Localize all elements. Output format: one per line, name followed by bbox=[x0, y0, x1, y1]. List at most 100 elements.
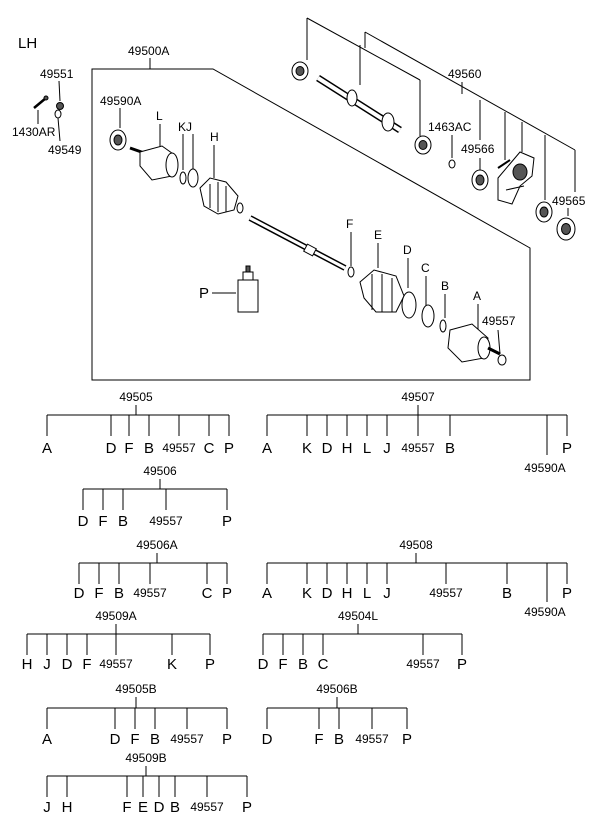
kit-item: 49590A bbox=[524, 461, 565, 475]
kit-item: 49557 bbox=[401, 441, 435, 455]
kit-item: B bbox=[445, 440, 455, 457]
kit-49506B: 49506B D F B 49557 P bbox=[262, 682, 412, 748]
kit-item: 49557 bbox=[99, 657, 133, 671]
kit-code: 49507 bbox=[401, 390, 435, 404]
nut-part bbox=[56, 102, 64, 110]
kit-item: 49557 bbox=[190, 800, 224, 814]
kit-item: 49557 bbox=[355, 732, 389, 746]
kit-item: F bbox=[278, 656, 287, 673]
kit-item: A bbox=[262, 585, 272, 602]
kit-item: D bbox=[322, 440, 333, 457]
intermediate-shaft-part bbox=[316, 75, 402, 133]
kit-item: 49557 bbox=[162, 441, 196, 455]
callout-49549: 49549 bbox=[48, 143, 82, 157]
kit-item: F bbox=[124, 440, 133, 457]
clamp-J-part bbox=[187, 168, 199, 188]
kit-item: F bbox=[122, 799, 131, 816]
grease-tube-P-part bbox=[237, 265, 259, 313]
seal-lower-part bbox=[535, 201, 553, 223]
kit-code: 49506A bbox=[136, 538, 177, 552]
callout-1463AC: 1463AC bbox=[428, 120, 472, 134]
kit-49505B: 49505B A D F B 49557 P bbox=[42, 682, 232, 748]
ring-1463AC-part bbox=[448, 159, 456, 169]
kit-item: D bbox=[74, 585, 85, 602]
kit-item: L bbox=[363, 440, 371, 457]
kit-item: P bbox=[222, 731, 232, 748]
kit-item: 49557 bbox=[406, 657, 440, 671]
kit-item: F bbox=[130, 731, 139, 748]
kit-item: B bbox=[502, 585, 512, 602]
clamp-D-part bbox=[401, 291, 417, 319]
kit-item: C bbox=[318, 656, 329, 673]
kit-49504L: 49504L D F B C 49557 P bbox=[258, 609, 467, 673]
kit-item: K bbox=[302, 585, 312, 602]
kit-49505: 49505 A D F B 49557 C P bbox=[42, 390, 234, 457]
kit-item: D bbox=[258, 656, 269, 673]
kit-item: L bbox=[363, 585, 371, 602]
kit-item: C bbox=[204, 440, 215, 457]
bearing-49566-part bbox=[471, 169, 489, 191]
seal-middle-part bbox=[414, 135, 432, 155]
boot-clamp-part bbox=[236, 202, 244, 214]
kit-item: C bbox=[202, 585, 213, 602]
callout-49590A: 49590A bbox=[100, 94, 141, 108]
callout-C: C bbox=[421, 261, 430, 275]
leader-49551 bbox=[58, 80, 61, 102]
ring-B-part bbox=[439, 319, 447, 333]
callout-assembly: 49500A bbox=[128, 44, 169, 58]
kit-item: J bbox=[383, 585, 391, 602]
kit-49508: 49508 A K D H L J 49557 B 49590A P bbox=[262, 538, 572, 619]
kit-item: P bbox=[562, 585, 572, 602]
inner-boot-E-part bbox=[359, 269, 405, 313]
inner-cv-joint-A-part bbox=[447, 323, 501, 363]
kit-item: D bbox=[110, 731, 121, 748]
kit-item: B bbox=[150, 731, 160, 748]
kit-item: F bbox=[314, 731, 323, 748]
assembly-frame bbox=[91, 68, 531, 381]
kit-item: D bbox=[62, 656, 73, 673]
kit-item: B bbox=[298, 656, 308, 673]
kit-code: 49509A bbox=[95, 609, 136, 623]
kit-item: A bbox=[42, 440, 52, 457]
kit-49507: 49507 A K D H L J 49557 B 49590A P bbox=[262, 390, 572, 475]
callout-A: A bbox=[473, 289, 481, 303]
kit-item: F bbox=[94, 585, 103, 602]
seal-upper-part bbox=[291, 61, 309, 81]
callout-49566: 49566 bbox=[461, 142, 495, 156]
kit-item: A bbox=[262, 440, 272, 457]
kit-item: H bbox=[22, 656, 33, 673]
kit-code: 49509B bbox=[125, 751, 166, 765]
group-line-49560 bbox=[364, 31, 576, 151]
kit-item: 49557 bbox=[429, 586, 463, 600]
kit-item: D bbox=[154, 799, 165, 816]
kit-item: 49557 bbox=[170, 732, 204, 746]
bracket-part bbox=[497, 151, 535, 205]
bolt-right-part bbox=[497, 159, 511, 169]
callout-D: D bbox=[403, 243, 412, 257]
kit-item: E bbox=[138, 799, 148, 816]
kit-item: F bbox=[98, 513, 107, 530]
ring-F-part bbox=[347, 266, 355, 278]
callout-49565: 49565 bbox=[552, 194, 586, 208]
kit-item: F bbox=[82, 656, 91, 673]
callout-L: L bbox=[156, 109, 163, 123]
kit-code: 49506 bbox=[143, 464, 177, 478]
kit-code: 49504L bbox=[338, 609, 378, 623]
kit-item: P bbox=[242, 799, 252, 816]
kit-item: P bbox=[222, 513, 232, 530]
kit-item: A bbox=[42, 731, 52, 748]
callout-H: H bbox=[210, 130, 219, 144]
callout-49557: 49557 bbox=[482, 314, 516, 328]
kit-item: J bbox=[43, 799, 51, 816]
kit-item: 49557 bbox=[133, 586, 167, 600]
kit-item: P bbox=[562, 440, 572, 457]
kit-item: B bbox=[170, 799, 180, 816]
leader-49549 bbox=[57, 117, 61, 142]
kit-item: D bbox=[78, 513, 89, 530]
kit-item: K bbox=[167, 656, 177, 673]
kit-code: 49508 bbox=[399, 538, 433, 552]
kit-49509B: 49509B J H F E D B 49557 P bbox=[43, 751, 252, 816]
callout-KJ: KJ bbox=[178, 120, 192, 134]
leader-49557 bbox=[497, 329, 501, 355]
